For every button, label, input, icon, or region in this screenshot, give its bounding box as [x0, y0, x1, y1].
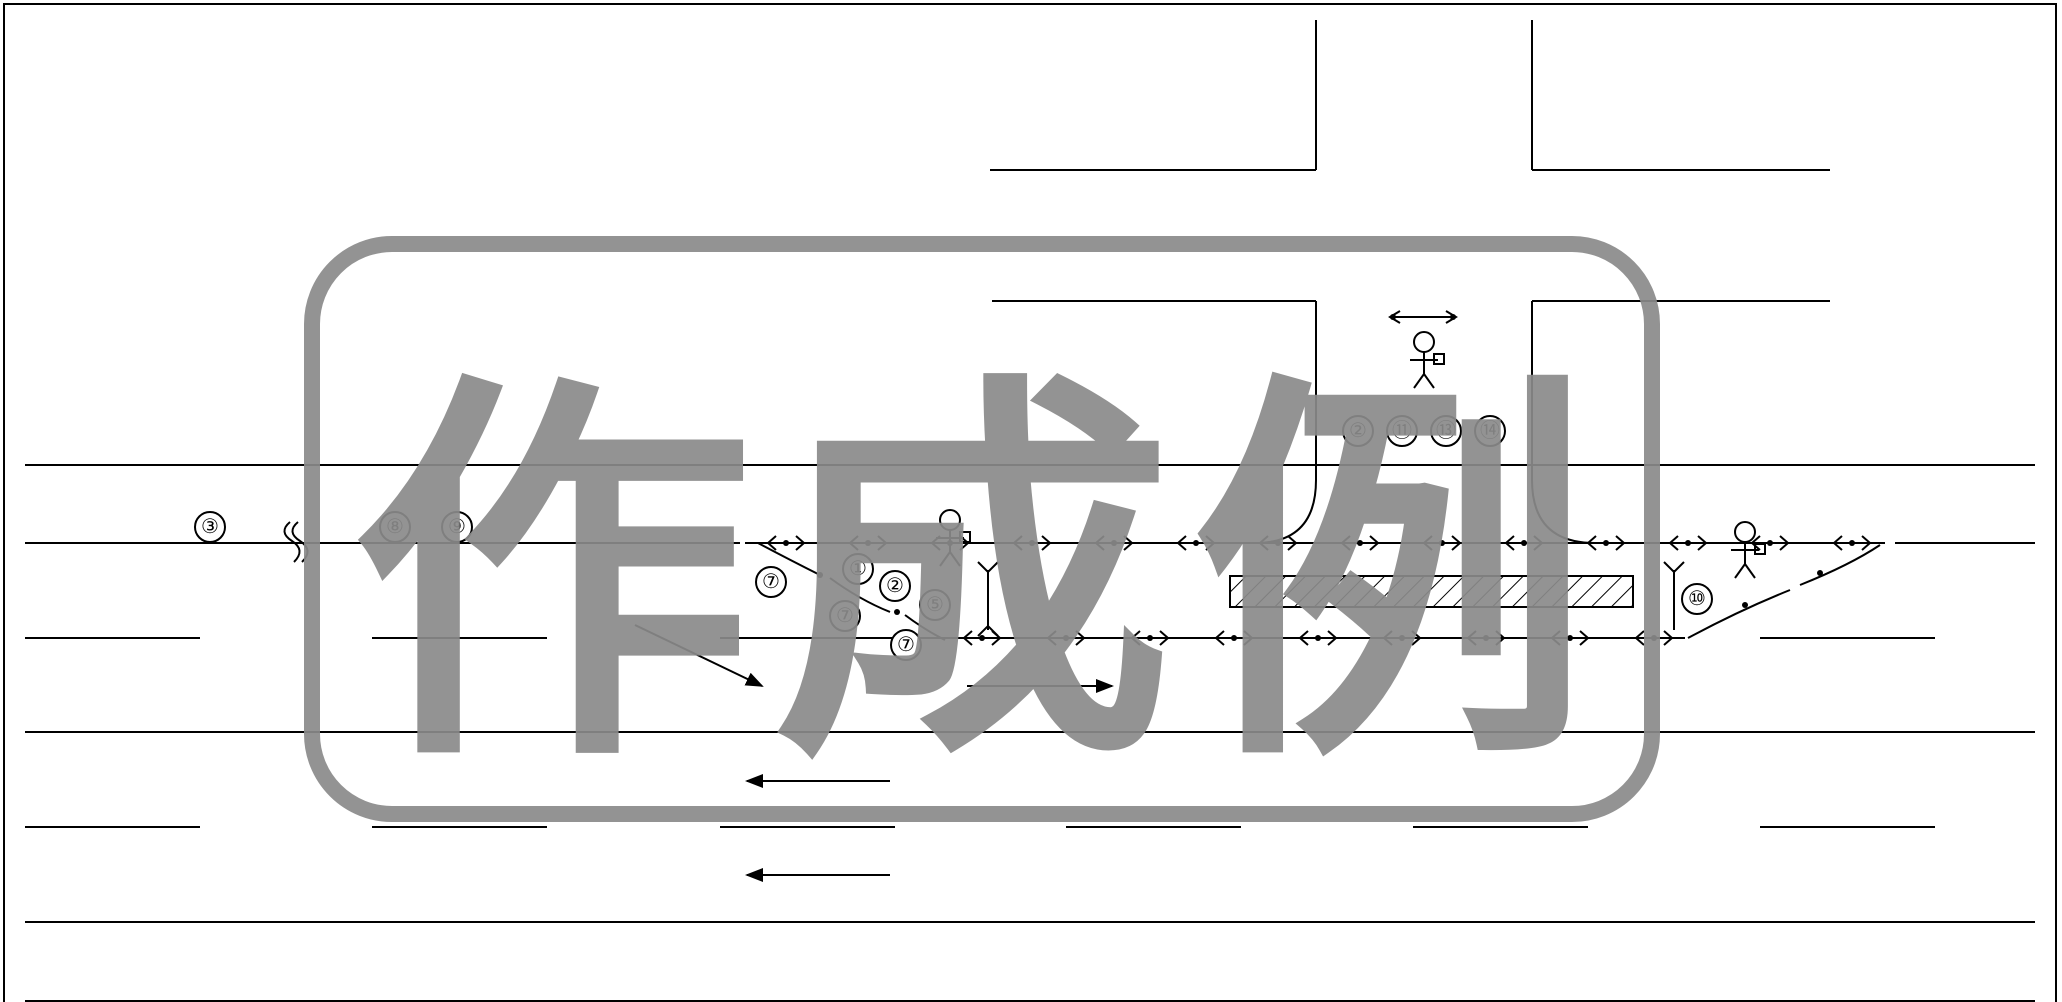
circled-number: ⑧: [386, 516, 404, 538]
circled-number: ⑩: [1688, 588, 1706, 610]
circled-number: ⑪: [1392, 419, 1412, 442]
fence-post-icon: [1422, 535, 1462, 551]
fence-post-icon: [1258, 535, 1298, 551]
fence-post-icon: [1214, 630, 1254, 646]
fence-post-icon: [1094, 535, 1134, 551]
circled-number: ⑭: [1480, 419, 1500, 442]
fence-post-icon: [1466, 630, 1506, 646]
fence-post-icon: [1046, 630, 1086, 646]
circled-number: ⑬: [1436, 419, 1456, 442]
circled-number: ①: [849, 558, 867, 580]
fence-post-icon: [1340, 535, 1380, 551]
person-icon: [936, 509, 971, 567]
fence-segment: [1388, 310, 1458, 324]
post-icon: [977, 561, 1685, 637]
fence-post-icon: [1750, 535, 1790, 551]
fence-post-icon: [766, 535, 806, 551]
circled-number: ③: [201, 516, 219, 538]
fence-post-icon: [1586, 535, 1626, 551]
fence-post-icon: [1382, 630, 1422, 646]
side-road: [990, 20, 1830, 544]
outer-frame: [3, 3, 2057, 1002]
road-lines: [25, 464, 2035, 1002]
circled-number: ②: [886, 575, 904, 597]
label-group-right: ⑩: [1681, 583, 1713, 615]
fence-post-icon: [1130, 630, 1170, 646]
fence-post-icon: [1832, 535, 1872, 551]
fence-post-icon: [1504, 535, 1544, 551]
circled-number: ⑦: [836, 605, 854, 627]
hatched-barrier: [1229, 575, 1634, 608]
watermark-stamp: 作成例: [304, 236, 1660, 822]
circled-number: ⑦: [762, 571, 780, 593]
circled-number: ⑨: [448, 516, 466, 538]
fence-post-icon: [1550, 630, 1590, 646]
watermark-text: 作成例: [352, 345, 1612, 810]
label-group-left: ③ ⑧ ⑨: [194, 511, 473, 543]
direction-arrow-icon: [634, 624, 764, 687]
fence-post-icon: [1668, 535, 1708, 551]
circled-number: ②: [1349, 420, 1367, 442]
fence-post-icon: [1298, 630, 1338, 646]
person-icon: [1731, 521, 1766, 579]
fence-branch: [757, 542, 1881, 641]
circled-number: ⑦: [897, 634, 915, 656]
fence-post-icon: [1176, 535, 1216, 551]
direction-arrows: [634, 624, 1114, 882]
label-group-top: ② ⑪ ⑬ ⑭: [1342, 415, 1506, 447]
circled-number: ⑤: [926, 594, 944, 616]
fence-post-icon: [1012, 535, 1052, 551]
fence-post-icon: [848, 535, 888, 551]
label-group-curve: ① ② ⑤ ⑦ ⑦ ⑦: [755, 553, 951, 661]
person-icon: [1410, 331, 1445, 389]
